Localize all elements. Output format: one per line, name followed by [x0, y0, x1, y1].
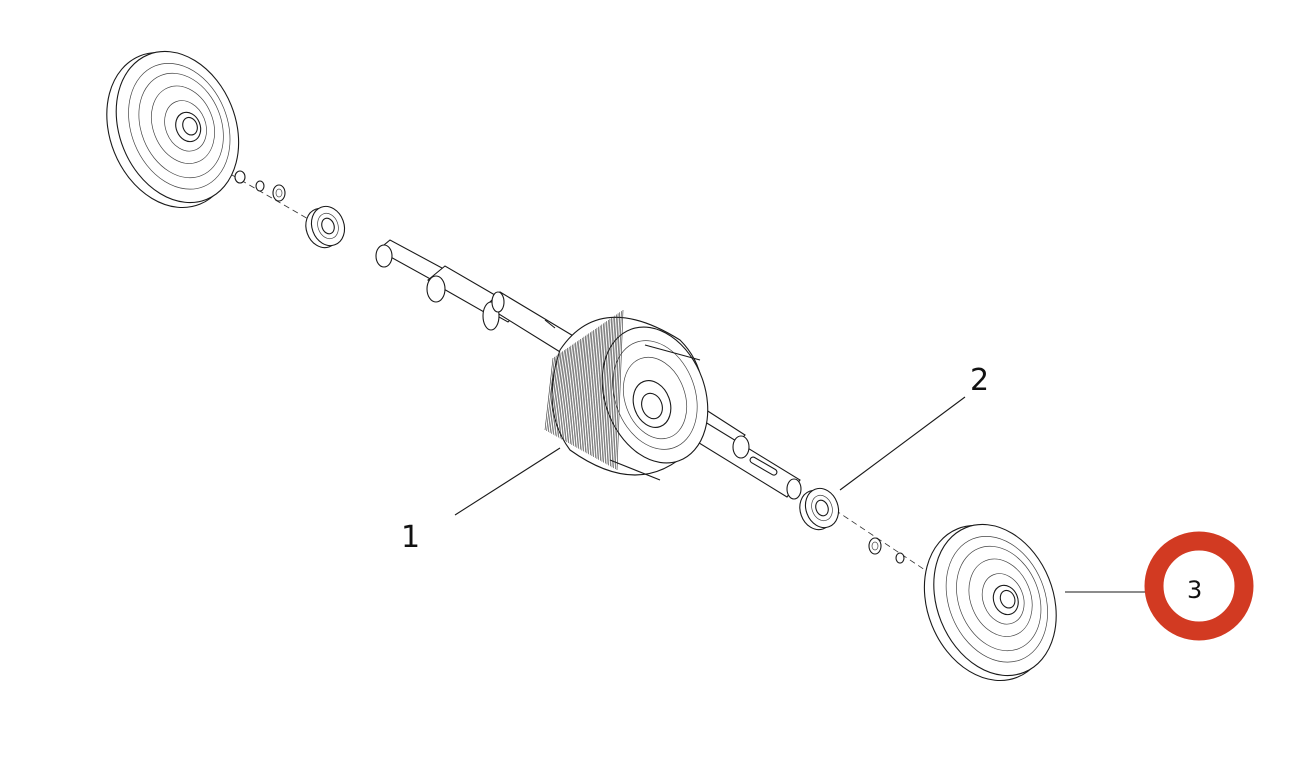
callout-2-label: 2: [970, 363, 989, 398]
gear-tooth: [554, 351, 564, 436]
gear-tooth: [553, 352, 562, 435]
leader-line-1: [454, 447, 561, 516]
gear-tooth: [571, 340, 580, 445]
gear-tooth: [561, 346, 570, 440]
gear-tooth: [604, 317, 612, 464]
gear-tooth: [569, 341, 578, 444]
callout-1-label: 1: [401, 520, 420, 555]
gear-tooth: [603, 318, 611, 463]
gear-tooth: [559, 347, 568, 439]
right-wheel: [923, 523, 1057, 682]
gear-tooth: [578, 335, 586, 449]
leader-lines: [454, 396, 1148, 593]
gear-tooth: [610, 314, 617, 467]
gear-tooth: [599, 321, 608, 461]
gear-tooth: [593, 325, 601, 457]
gear-tooth: [564, 344, 573, 442]
gear-tooth: [549, 354, 559, 433]
left-clips: [234, 170, 286, 202]
gear-tooth: [544, 357, 554, 431]
highlight-ring: [1144, 531, 1254, 641]
callout-3-label: 3: [1187, 576, 1202, 604]
gear-tooth: [583, 332, 591, 452]
gear-tooth: [551, 353, 560, 434]
gear-tooth: [566, 343, 575, 443]
gear-tooth: [579, 334, 588, 450]
gear-tooth: [601, 320, 609, 462]
gear-tooth: [573, 339, 581, 446]
gear-tooth: [591, 326, 599, 457]
gear-tooth: [615, 311, 622, 470]
gear-tooth: [568, 342, 577, 444]
gear-tooth: [574, 337, 583, 447]
gear-teeth: [544, 309, 624, 471]
gear-tooth: [596, 323, 604, 459]
gear-tooth: [589, 327, 598, 456]
gear-tooth: [581, 333, 590, 451]
gear-tooth: [548, 355, 557, 432]
gear-tooth: [606, 316, 614, 465]
right-bearing: [799, 487, 840, 531]
alignment-axis: [231, 174, 941, 581]
gear-tooth: [584, 331, 593, 453]
gear-tooth: [616, 309, 624, 471]
callout-3-highlight[interactable]: 3: [1144, 531, 1254, 641]
gear-tooth: [588, 328, 596, 455]
gear-tooth: [613, 312, 621, 469]
gear-tooth: [556, 350, 565, 437]
gear-tooth: [598, 322, 606, 460]
gear-tooth: [546, 356, 555, 431]
gear-tooth: [576, 336, 585, 448]
leader-line-2: [839, 396, 966, 491]
gear-tooth: [608, 315, 616, 466]
gear-roller: [544, 309, 709, 481]
gear-tooth: [594, 324, 603, 458]
gear-tooth: [586, 330, 594, 454]
left-wheel: [106, 50, 240, 209]
gear-tooth: [563, 345, 572, 441]
gear-tooth: [558, 349, 567, 438]
gear-tooth: [611, 313, 619, 468]
left-bearing: [305, 205, 346, 249]
